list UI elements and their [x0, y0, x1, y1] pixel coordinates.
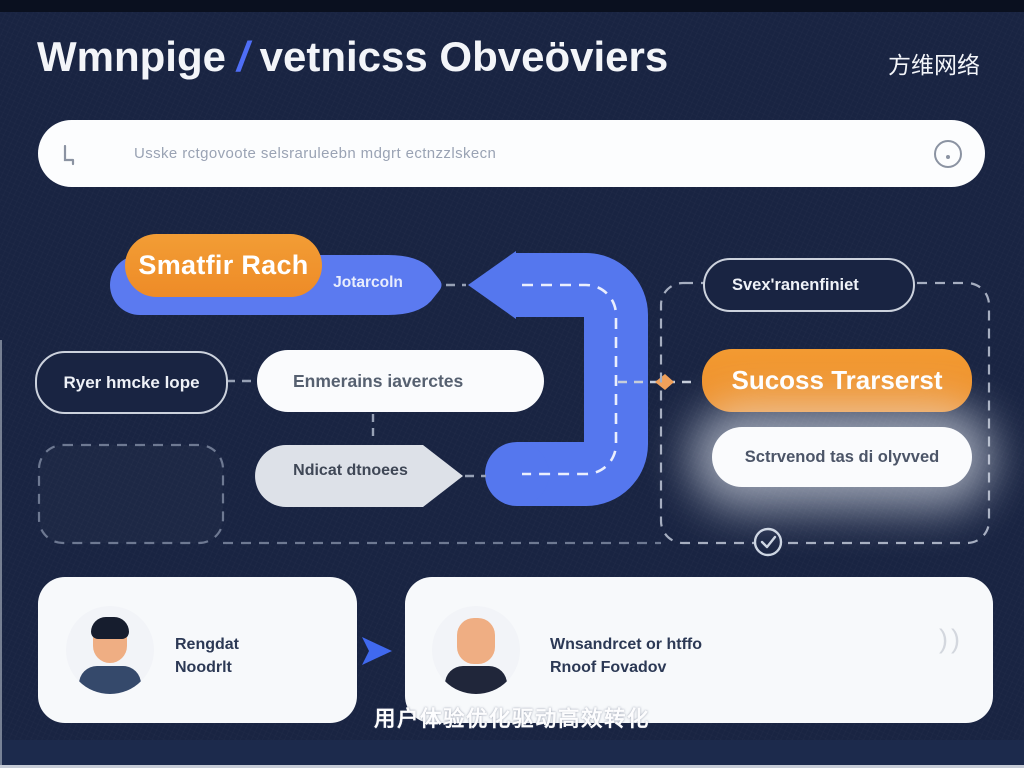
orange-arrow-marker [655, 374, 674, 390]
white-pill: Enmerains iaverctes [257, 350, 544, 412]
top-strip [0, 0, 1024, 12]
avatar-right [432, 606, 520, 694]
title-slash: / [236, 33, 249, 80]
check-circle-icon [753, 527, 783, 557]
user-card-right: Wnsandrcet or htffo Rnoof Fovadov )) [405, 577, 993, 723]
success-box: Sucoss Trarserst [702, 349, 972, 412]
avatar-head [457, 618, 495, 664]
chevrons-icon: )) [939, 624, 963, 654]
check-mark [760, 535, 777, 549]
card-left-line1: Rengdat [175, 636, 239, 653]
blue-bend-arrowhead [468, 251, 516, 319]
user-card-left: Rengdat Noodrlt [38, 577, 357, 723]
search-placeholder: Usske rctgovoote selsraruleebn mdgrt ect… [134, 145, 497, 162]
card-left-line2: Noodrlt [175, 659, 232, 676]
gray-chevron-label: Ndicat dtnoees [293, 462, 408, 479]
avatar-body [79, 666, 141, 694]
bottom-band [0, 740, 1024, 765]
gray-chevron-shape [255, 445, 463, 507]
avatar-body [445, 666, 507, 694]
bottom-edge-line [0, 765, 1024, 768]
cursor-icon [63, 145, 75, 166]
avatar-hair [91, 617, 129, 639]
left-edge-line [0, 340, 2, 768]
brand-logo-text: 方维网络 [888, 52, 980, 78]
avatar-left [66, 606, 154, 694]
card-right-line1: Wnsandrcet or htffo [550, 636, 702, 653]
search-icon[interactable] [934, 140, 962, 168]
blue-bend-end [485, 442, 549, 506]
title-left: Wmnpige [37, 33, 226, 80]
caption: 用户体验优化驱动高效转化 [373, 707, 650, 731]
page-title: Wmnpige/vetnicss Obveöviers [37, 33, 668, 81]
search-input[interactable]: Usske rctgovoote selsraruleebn mdgrt ect… [38, 120, 985, 187]
blue-pill-label: Jotarcoln [333, 274, 403, 291]
delivered-box: Sctrvenod tas di olyvved [712, 427, 972, 487]
card-left-text: Rengdat Noodrlt [175, 633, 239, 679]
dashed-rect-right [659, 281, 991, 545]
ryer-pill: Ryer hmcke lope [35, 351, 228, 414]
smart-reach-pill: Smatfir Rach [125, 234, 322, 297]
dashed-rect-left [37, 443, 225, 545]
title-right: vetnicss Obveöviers [259, 33, 669, 80]
blue-bend-dashed-path [522, 283, 618, 476]
card-right-line2: Rnoof Fovadov [550, 659, 667, 676]
arrow-right-icon [362, 637, 392, 665]
card-right-text: Wnsandrcet or htffo Rnoof Fovadov [550, 633, 702, 679]
system-pill: Svex'ranenfiniet [703, 258, 915, 312]
